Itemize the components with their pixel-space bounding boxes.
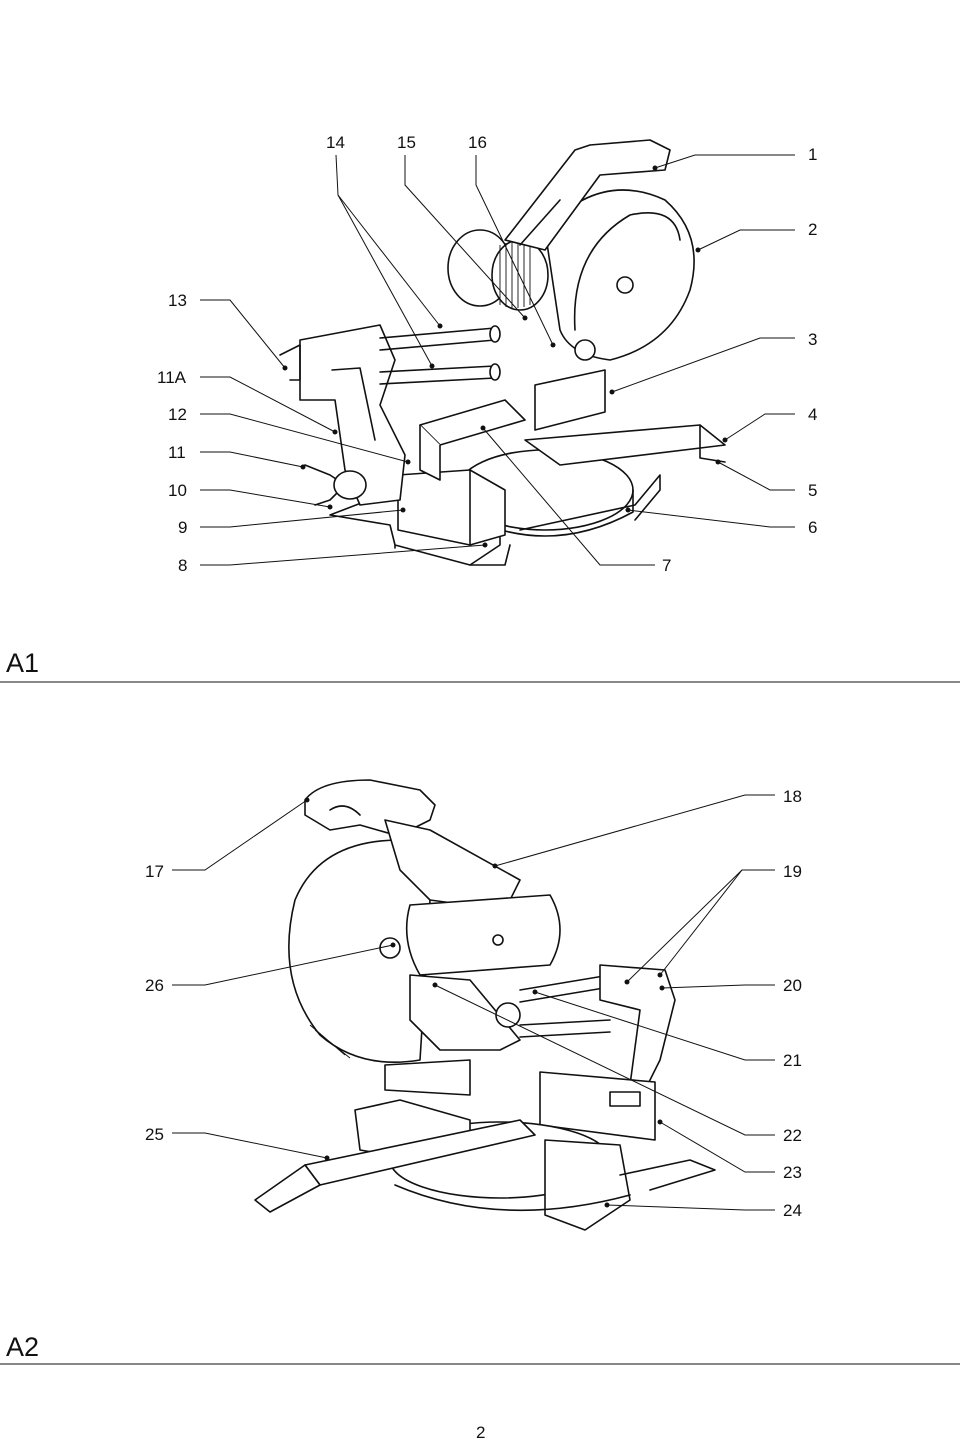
miter-saw-rear-illustration <box>254 779 716 1231</box>
callout-1: 1 <box>808 145 817 164</box>
callout-4: 4 <box>808 405 817 424</box>
figure-a2-title: A2 <box>6 1332 39 1362</box>
callout-22: 22 <box>783 1126 802 1145</box>
callout-14: 14 <box>326 133 345 152</box>
callout-18: 18 <box>783 787 802 806</box>
miter-saw-front-illustration <box>279 139 726 566</box>
callout-2: 2 <box>808 220 817 239</box>
callout-6: 6 <box>808 518 817 537</box>
a1-leader-lines <box>200 154 795 566</box>
figure-a1-title: A1 <box>6 648 39 678</box>
callout-24: 24 <box>783 1201 802 1220</box>
callout-11a: 11A <box>157 368 187 387</box>
a1-callout-labels: 1 2 3 4 5 6 7 8 9 10 11 11A 12 13 14 15 … <box>157 133 817 575</box>
a2-leader-lines <box>172 794 775 1211</box>
callout-13: 13 <box>168 291 187 310</box>
callout-8: 8 <box>178 556 187 575</box>
a2-callout-labels: 17 18 19 20 21 22 23 24 25 26 <box>145 787 802 1220</box>
callout-19: 19 <box>783 862 802 881</box>
page-number: 2 <box>476 1423 485 1442</box>
callout-17: 17 <box>145 862 164 881</box>
callout-26: 26 <box>145 976 164 995</box>
callout-25: 25 <box>145 1125 164 1144</box>
callout-16: 16 <box>468 133 487 152</box>
callout-20: 20 <box>783 976 802 995</box>
callout-15: 15 <box>397 133 416 152</box>
callout-12: 12 <box>168 405 187 424</box>
callout-11: 11 <box>168 443 186 462</box>
callout-3: 3 <box>808 330 817 349</box>
callout-21: 21 <box>783 1051 802 1070</box>
callout-10: 10 <box>168 481 187 500</box>
callout-9: 9 <box>178 518 187 537</box>
callout-5: 5 <box>808 481 817 500</box>
callout-7: 7 <box>662 556 671 575</box>
callout-23: 23 <box>783 1163 802 1182</box>
